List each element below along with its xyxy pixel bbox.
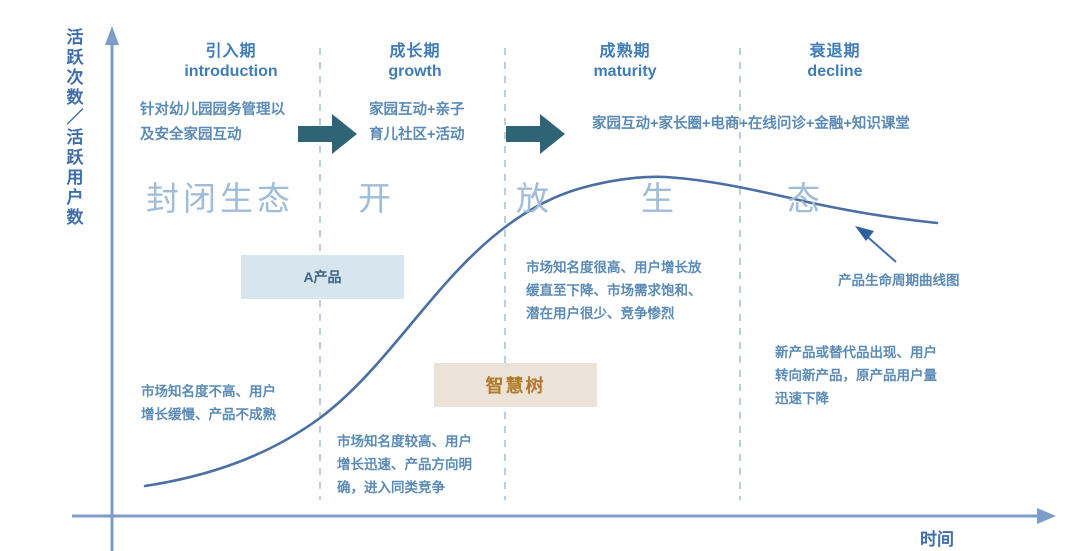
stage-title-en: growth (388, 63, 442, 80)
stage-feature-maturity: 家园互动+家长圈+电商+在线问诊+金融+知识课堂 (592, 112, 1012, 137)
feature-line: 家园互动+家长圈+电商+在线问诊+金融+知识课堂 (592, 116, 910, 132)
feature-line: 育儿社区+活动 (369, 127, 465, 143)
y-axis-char: ／ (66, 108, 84, 127)
note-line: 增长缓慢、产品不成熟 (141, 407, 276, 422)
y-axis-char: 次 (66, 68, 84, 87)
callout-label: A产品 (303, 269, 342, 285)
note-line: 缓直至下降、市场需求饱和、 (526, 283, 702, 298)
stage-header-growth: 成长期 growth (345, 42, 485, 82)
stage-header-maturity: 成熟期 maturity (545, 42, 705, 82)
note-maturity: 市场知名度很高、用户增长放 缓直至下降、市场需求饱和、 潜在用户很少、竞争惨烈 (526, 256, 756, 325)
y-axis-char: 数 (66, 88, 84, 107)
feature-line: 针对幼儿园园务管理以 (140, 102, 285, 118)
y-axis-char: 活 (66, 128, 84, 147)
eco-word-sheng: 生 (641, 180, 674, 217)
stage-title-cn: 成长期 (389, 43, 441, 60)
stage-title-cn: 引入期 (205, 43, 257, 60)
callout-label: 智慧树 (485, 376, 546, 396)
stage-title-cn: 成熟期 (599, 43, 651, 60)
note-line: 确，进入同类竞争 (337, 480, 445, 495)
stage-title-en: introduction (184, 63, 278, 80)
note-line: 转向新产品，原产品用户量 (775, 368, 937, 383)
note-line: 增长迅速、产品方向明 (337, 457, 472, 472)
note-line: 市场知名度很高、用户增长放 (526, 260, 702, 275)
stage-header-introduction: 引入期 introduction (156, 42, 306, 82)
callout-zhihuishu[interactable]: 智慧树 (434, 363, 597, 407)
y-axis-char: 跃 (66, 148, 84, 167)
eco-word-closed: 封闭生态 (146, 180, 294, 217)
y-axis-label: 活 跃 次 数 ／ 活 跃 用 户 数 (62, 28, 88, 228)
curve-pointer-arrow (855, 226, 897, 263)
feature-line: 家园互动+亲子 (369, 102, 465, 118)
callout-product-a[interactable]: A产品 (241, 255, 404, 299)
note-line: 市场知名度不高、用户 (141, 384, 276, 399)
lifecycle-curve (143, 175, 939, 488)
note-introduction: 市场知名度不高、用户 增长缓慢、产品不成熟 (141, 380, 341, 426)
y-axis-char: 数 (66, 208, 84, 227)
x-axis (72, 508, 1056, 524)
note-decline: 新产品或替代品出现、用户 转向新产品，原产品用户量 迅速下降 (775, 341, 1005, 410)
note-line: 潜在用户很少、竞争惨烈 (526, 306, 675, 321)
stage-feature-introduction: 针对幼儿园园务管理以 及安全家园互动 (140, 98, 320, 148)
stage-title-en: decline (807, 63, 863, 80)
y-axis-char: 跃 (66, 48, 84, 67)
y-axis-char: 户 (66, 188, 84, 207)
eco-word-tai: 态 (787, 180, 820, 217)
note-line: 市场知名度较高、用户 (337, 434, 472, 449)
stage-title-cn: 衰退期 (809, 43, 861, 60)
stage-title-en: maturity (593, 63, 657, 80)
note-line: 新产品或替代品出现、用户 (775, 345, 937, 360)
stage-header-decline: 衰退期 decline (760, 42, 910, 82)
feature-line: 及安全家园互动 (140, 127, 242, 143)
note-line: 迅速下降 (775, 391, 829, 406)
eco-word-open: 开 (358, 180, 391, 217)
y-axis (105, 26, 119, 551)
y-axis-char: 活 (66, 28, 84, 47)
curve-label: 产品生命周期曲线图 (838, 273, 960, 288)
stage-feature-growth: 家园互动+亲子 育儿社区+活动 (369, 98, 519, 148)
eco-word-fang: 放 (516, 180, 549, 217)
y-axis-char: 用 (66, 168, 84, 187)
x-axis-label: 时间 (920, 530, 954, 549)
note-growth: 市场知名度较高、用户 增长迅速、产品方向明 确，进入同类竞争 (337, 430, 537, 499)
